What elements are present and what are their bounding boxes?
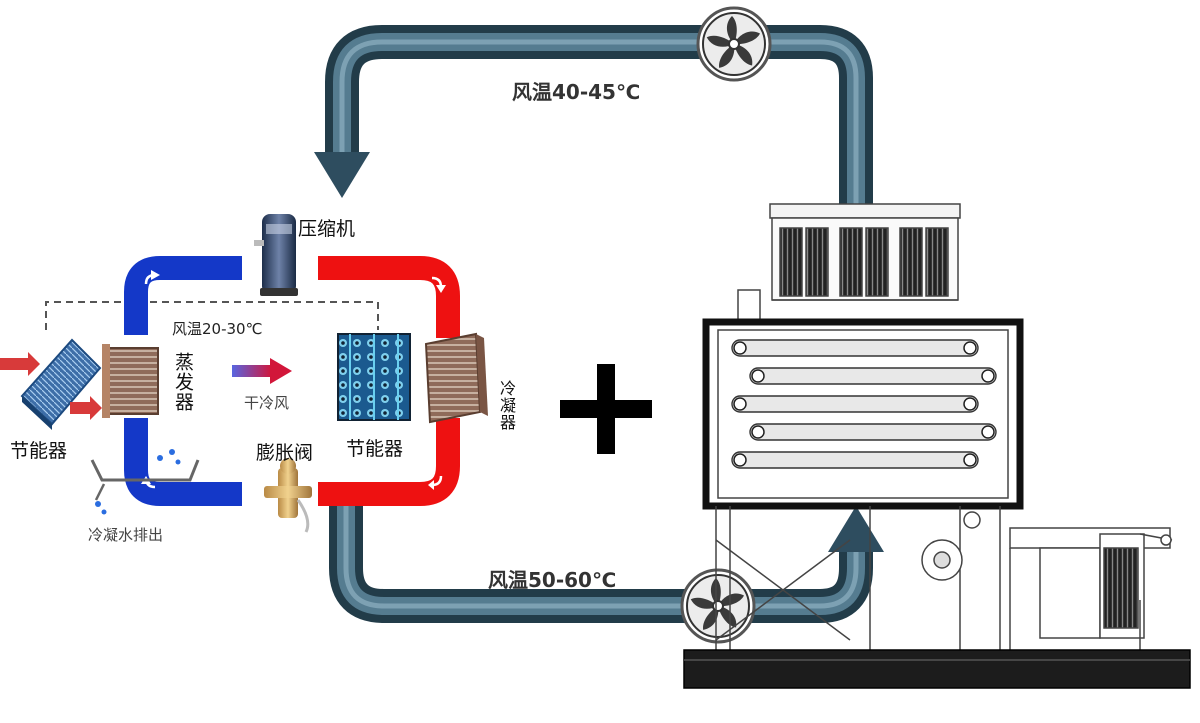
top-return-duct: [314, 25, 873, 210]
evaporator-label: 蒸发器: [172, 352, 194, 412]
economizer-mid-label: 节能器: [346, 438, 404, 460]
heat-exchanger-icon: [0, 338, 102, 430]
economizer-left-label: 节能器: [10, 440, 68, 462]
compressor-label: 压缩机: [298, 218, 356, 240]
drip-tray: [90, 449, 200, 515]
bottom-air-temp-label: 风温50-60℃: [488, 568, 617, 592]
fan-icon: [696, 6, 772, 82]
cold-loop: [124, 256, 242, 506]
bottom-supply-duct: [329, 505, 884, 623]
inner-air-temp-label: 风温20-30℃: [172, 320, 263, 338]
heat-exchanger-icon: [424, 332, 488, 424]
plus-icon: [560, 364, 652, 454]
expansion-valve-label: 膨胀阀: [256, 442, 314, 464]
compressor-icon: [254, 214, 298, 296]
expansion-valve-icon: [264, 458, 312, 533]
condensate-drain-label: 冷凝水排出: [88, 526, 164, 544]
heat-exchanger-icon: [337, 333, 411, 421]
heat-exchanger-icon: [102, 344, 159, 418]
dry-air-arrow-icon: [232, 358, 292, 384]
hot-loop: [318, 256, 460, 506]
condenser-label: 冷凝器: [497, 380, 516, 431]
dry-cold-air-label: 干冷风: [244, 394, 290, 412]
dashed-boundary: [45, 301, 379, 330]
fan-icon: [680, 568, 756, 644]
dryer-machine-icon: [683, 203, 1191, 689]
top-air-temp-label: 风温40-45℃: [512, 80, 641, 104]
